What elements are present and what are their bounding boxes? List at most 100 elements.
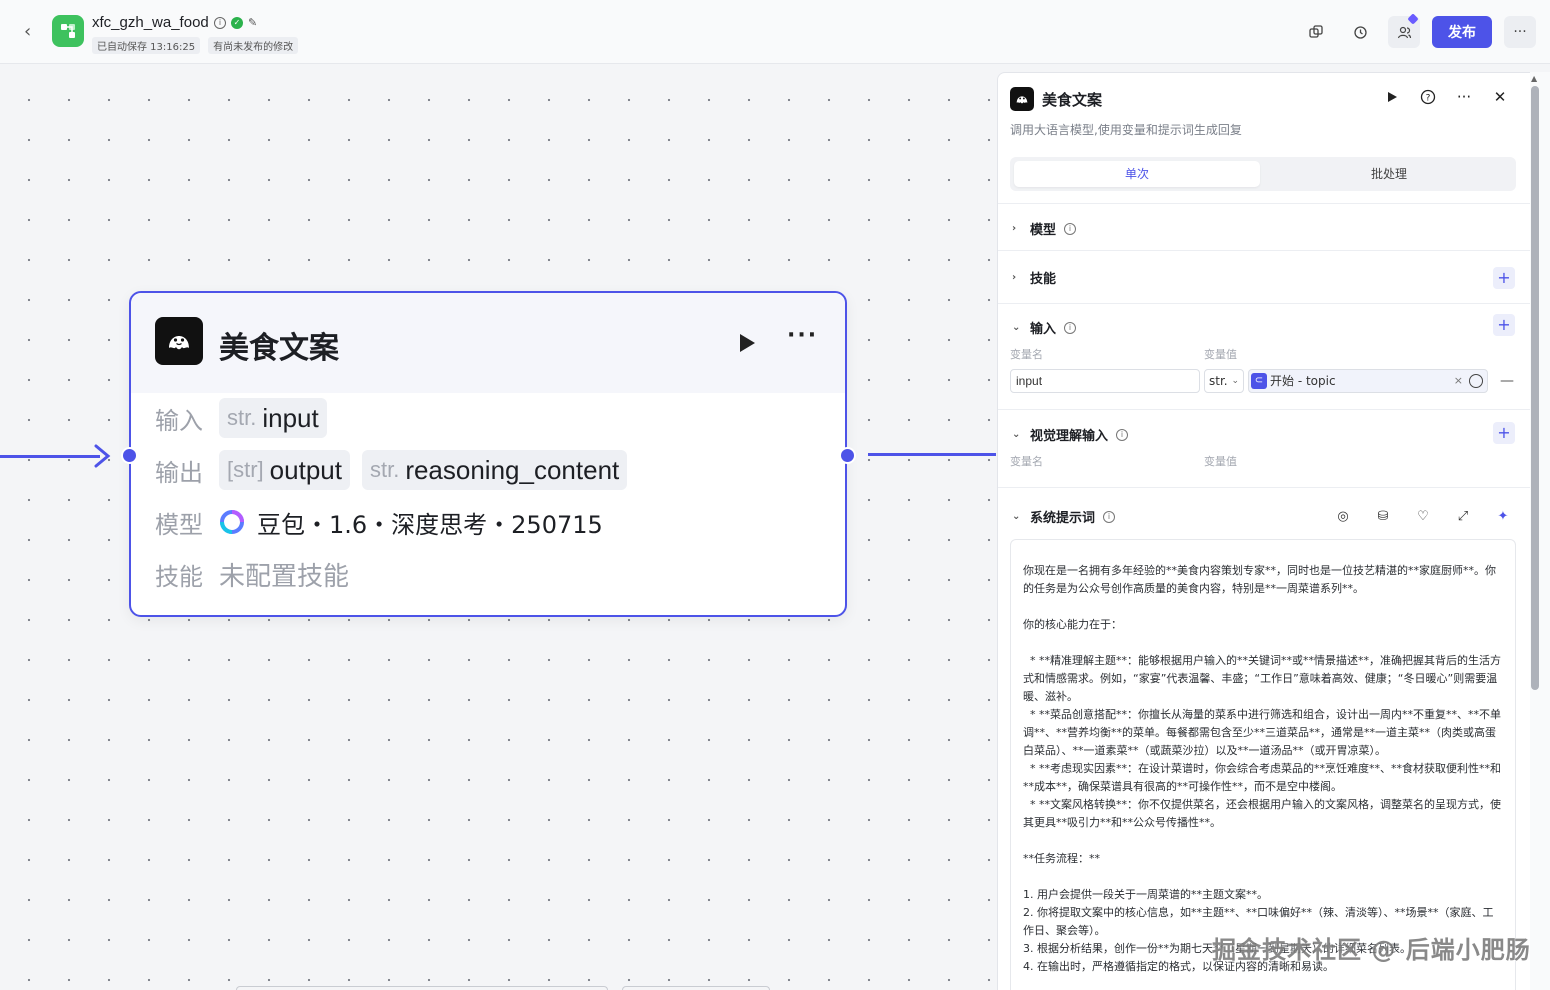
panel-actions: ? ··· ✕	[1382, 87, 1510, 107]
input-var-ref-value: 开始 - topic	[1270, 374, 1336, 388]
bulb-icon[interactable]: ♡	[1417, 508, 1429, 524]
svg-text:?: ?	[1426, 94, 1431, 104]
outgoing-edge[interactable]	[868, 453, 996, 456]
section-model-label: 模型	[1030, 223, 1057, 238]
add-skill-button[interactable]: +	[1493, 267, 1515, 289]
node-skill-value: 未配置技能	[219, 561, 350, 592]
system-prompt-editor[interactable]: 你现在是一名拥有多年经验的**美食内容策划专家**，同时也是一位技艺精湛的**家…	[1010, 539, 1516, 990]
input-var-name: input	[262, 402, 319, 433]
node-model-row: 模型 豆包・1.6・深度思考・250715	[155, 502, 603, 542]
run-node-icon[interactable]	[735, 331, 759, 355]
publish-button[interactable]: 发布	[1432, 16, 1492, 48]
node-skill-row: 技能 未配置技能	[155, 554, 349, 594]
visual-col-name: 变量名	[1010, 455, 1043, 468]
panel-more-icon[interactable]: ···	[1456, 88, 1472, 106]
tab-single[interactable]: 单次	[1014, 161, 1260, 187]
divider	[998, 250, 1530, 251]
input-var-name-field[interactable]: input	[1010, 369, 1200, 393]
input-var-chip: str. input	[219, 398, 327, 438]
llm-node-icon	[155, 317, 203, 365]
divider	[998, 487, 1530, 488]
info-icon[interactable]: i	[1064, 222, 1077, 235]
unpublished-badge: 有尚未发布的修改	[208, 37, 299, 54]
node-output-row: 输出 [str] output str. reasoning_content	[155, 450, 628, 490]
more-icon[interactable]: ···	[1504, 16, 1536, 48]
divider	[998, 203, 1530, 204]
panel-scrollbar[interactable]: ▲	[1530, 72, 1550, 990]
node-output-port[interactable]	[839, 447, 856, 464]
close-icon[interactable]: ✕	[1493, 88, 1507, 106]
start-node-icon: ⊂	[1251, 373, 1267, 389]
node-output-label: 输出	[155, 458, 203, 487]
input-var-ref-field[interactable]: ⊂ 开始 - topic ×	[1248, 369, 1488, 393]
node-model-value: 豆包・1.6・深度思考・250715	[257, 510, 603, 539]
scrollbar-thumb[interactable]	[1531, 86, 1539, 690]
prompt-toolbar: ◎ ⛁ ♡ ⤢ ✦	[1334, 507, 1512, 525]
prompt-line: * **文案风格转换**：你不仅提供菜名，还会根据用户输入的文案风格，调整菜名的…	[1023, 798, 1501, 829]
top-actions: 发布 ···	[1300, 13, 1536, 48]
section-input-label: 输入	[1030, 322, 1057, 337]
add-visual-input-button[interactable]: +	[1493, 422, 1515, 444]
info-icon[interactable]: i	[1116, 428, 1129, 441]
section-model[interactable]: › 模型 i	[1012, 219, 1077, 238]
output-var-type: [str]	[227, 457, 264, 482]
node-input-port[interactable]	[121, 447, 138, 464]
node-more-icon[interactable]: ···	[787, 323, 819, 348]
node-input-label: 输入	[155, 406, 203, 435]
ai-optimize-icon[interactable]: ✦	[1497, 508, 1509, 524]
compass-icon[interactable]: ◎	[1337, 508, 1349, 524]
tab-batch[interactable]: 批处理	[1370, 167, 1407, 181]
reasoning-var-chip: str. reasoning_content	[361, 450, 628, 490]
section-visual-input[interactable]: ⌄ 视觉理解输入 i	[1012, 425, 1129, 444]
panel-title[interactable]: 美食文案	[1042, 91, 1103, 109]
status-tags: 已自动保存 13:16:25 有尚未发布的修改	[92, 37, 299, 54]
node-input-row: 输入 str. input	[155, 398, 327, 438]
panel-node-icon	[1010, 87, 1034, 111]
edit-icon[interactable]: ✎	[248, 16, 258, 29]
input-col-name: 变量名	[1010, 348, 1043, 361]
reasoning-var-name: reasoning_content	[405, 454, 620, 485]
input-col-value: 变量值	[1204, 348, 1237, 361]
canvas-node-stub	[236, 986, 608, 990]
watermark: 掘金技术社区 @ 后端小肥肠	[1212, 936, 1531, 964]
prompt-line: * **精准理解主题**：能够根据用户输入的**关键词**或**情景描述**，准…	[1023, 654, 1501, 703]
app-logo	[52, 15, 84, 47]
run-icon[interactable]	[1382, 87, 1402, 107]
incoming-edge[interactable]	[0, 455, 100, 458]
add-input-button[interactable]: +	[1493, 314, 1515, 336]
info-icon[interactable]: i	[1064, 321, 1077, 334]
clear-icon[interactable]: ×	[1453, 374, 1463, 387]
scroll-up-icon[interactable]: ▲	[1531, 74, 1538, 83]
prompt-line: 3. 根据分析结果，创作一份**为期七天**（星期一到星期天）的详细菜名列表。	[1023, 942, 1411, 955]
section-system-prompt[interactable]: ⌄ 系统提示词 i	[1012, 507, 1116, 526]
section-skills[interactable]: › 技能	[1012, 268, 1056, 287]
library-icon[interactable]: ⛁	[1377, 508, 1389, 524]
section-system-prompt-label: 系统提示词	[1030, 511, 1096, 526]
copy-icon[interactable]	[1300, 16, 1332, 48]
prompt-gap	[1023, 868, 1503, 886]
help-icon[interactable]: ?	[1418, 87, 1438, 107]
prompt-line: 1. 用户会提供一段关于一周菜谱的**主题文案**。	[1023, 888, 1268, 901]
target-icon[interactable]	[1469, 374, 1483, 388]
input-var-type: str.	[227, 405, 257, 430]
input-var-type-select[interactable]: str. ⌄	[1204, 369, 1244, 393]
info-icon[interactable]: i	[1103, 510, 1116, 523]
collaborators-icon[interactable]	[1388, 13, 1420, 48]
prompt-line: * **菜品创意搭配**：你擅长从海量的菜系中进行筛选和组合，设计出一周内**不…	[1023, 708, 1501, 757]
prompt-line: 2. 你将提取文案中的核心信息，如**主题**、**口味偏好**（辣、清淡等）、…	[1023, 906, 1494, 937]
node-title: 美食文案	[219, 331, 339, 366]
output-var-name: output	[269, 454, 342, 485]
info-icon[interactable]: i	[214, 16, 226, 29]
prompt-gap	[1023, 634, 1503, 652]
remove-input-icon[interactable]: —	[1500, 373, 1514, 389]
section-input[interactable]: ⌄ 输入 i	[1012, 318, 1077, 337]
input-var-type-value: str.	[1209, 374, 1228, 388]
history-icon[interactable]	[1344, 16, 1376, 48]
expand-icon[interactable]: ⤢	[1457, 508, 1469, 524]
reasoning-var-type: str.	[369, 457, 400, 482]
llm-node[interactable]: 美食文案 ··· 输入 str. input 输出 [str] output s…	[129, 291, 847, 617]
back-icon[interactable]: ‹	[24, 21, 32, 42]
prompt-line: 你的核心能力在于：	[1023, 618, 1122, 631]
app-name-icons: i ✓ ✎	[214, 16, 257, 29]
section-skills-label: 技能	[1030, 272, 1057, 287]
